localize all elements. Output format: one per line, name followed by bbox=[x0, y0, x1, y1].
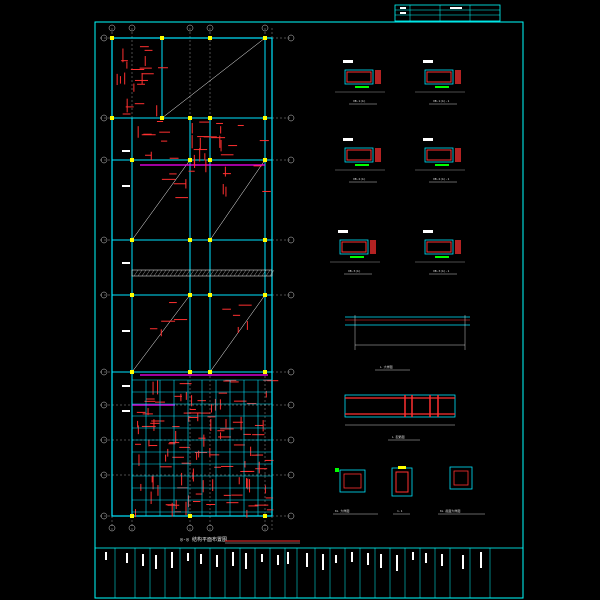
section-details: XB-1(b) XB-1(b)-1XB-2(b) XB-2(b)-1XB-3(b) X… bbox=[330, 60, 465, 275]
section-caption: XB-2(b)-1 bbox=[433, 177, 449, 181]
section-detail: XB-1(b)-1 bbox=[415, 60, 465, 105]
beam-detail-long: L 大样图 bbox=[345, 315, 470, 371]
structural-plan: ◎-◎ 结构平面布置图 bbox=[100, 24, 300, 544]
title-block-top bbox=[394, 4, 501, 22]
detail-caption-5: KL 截面大样图 bbox=[440, 508, 460, 513]
detail-caption-1: L 大样图 bbox=[380, 364, 393, 369]
title-block-bottom bbox=[94, 547, 524, 599]
section-caption: XB-3(b)-1 bbox=[433, 269, 449, 273]
detail-caption-2: L 配筋图 bbox=[392, 434, 405, 439]
detail-caption-3: KL 大样图 bbox=[335, 508, 349, 513]
section-caption: XB-2(b) bbox=[353, 177, 366, 181]
plan-title: ◎-◎ 结构平面布置图 bbox=[180, 536, 227, 543]
section-detail: XB-3(b)-1 bbox=[415, 230, 465, 275]
section-caption: XB-3(b) bbox=[348, 269, 361, 273]
section-detail: XB-1(b) bbox=[335, 60, 385, 105]
section-detail: XB-2(b) bbox=[335, 138, 385, 183]
section-detail: XB-2(b)-1 bbox=[415, 138, 465, 183]
section-caption: XB-1(b) bbox=[353, 99, 366, 103]
section-caption: XB-1(b)-1 bbox=[433, 99, 449, 103]
beam-detail-rebar: L 配筋图 bbox=[344, 394, 456, 441]
small-details: KL 大样图 1-1 KL 截面大样图 bbox=[333, 466, 485, 515]
section-detail: XB-3(b) bbox=[330, 230, 380, 275]
detail-caption-4: 1-1 bbox=[397, 509, 403, 513]
